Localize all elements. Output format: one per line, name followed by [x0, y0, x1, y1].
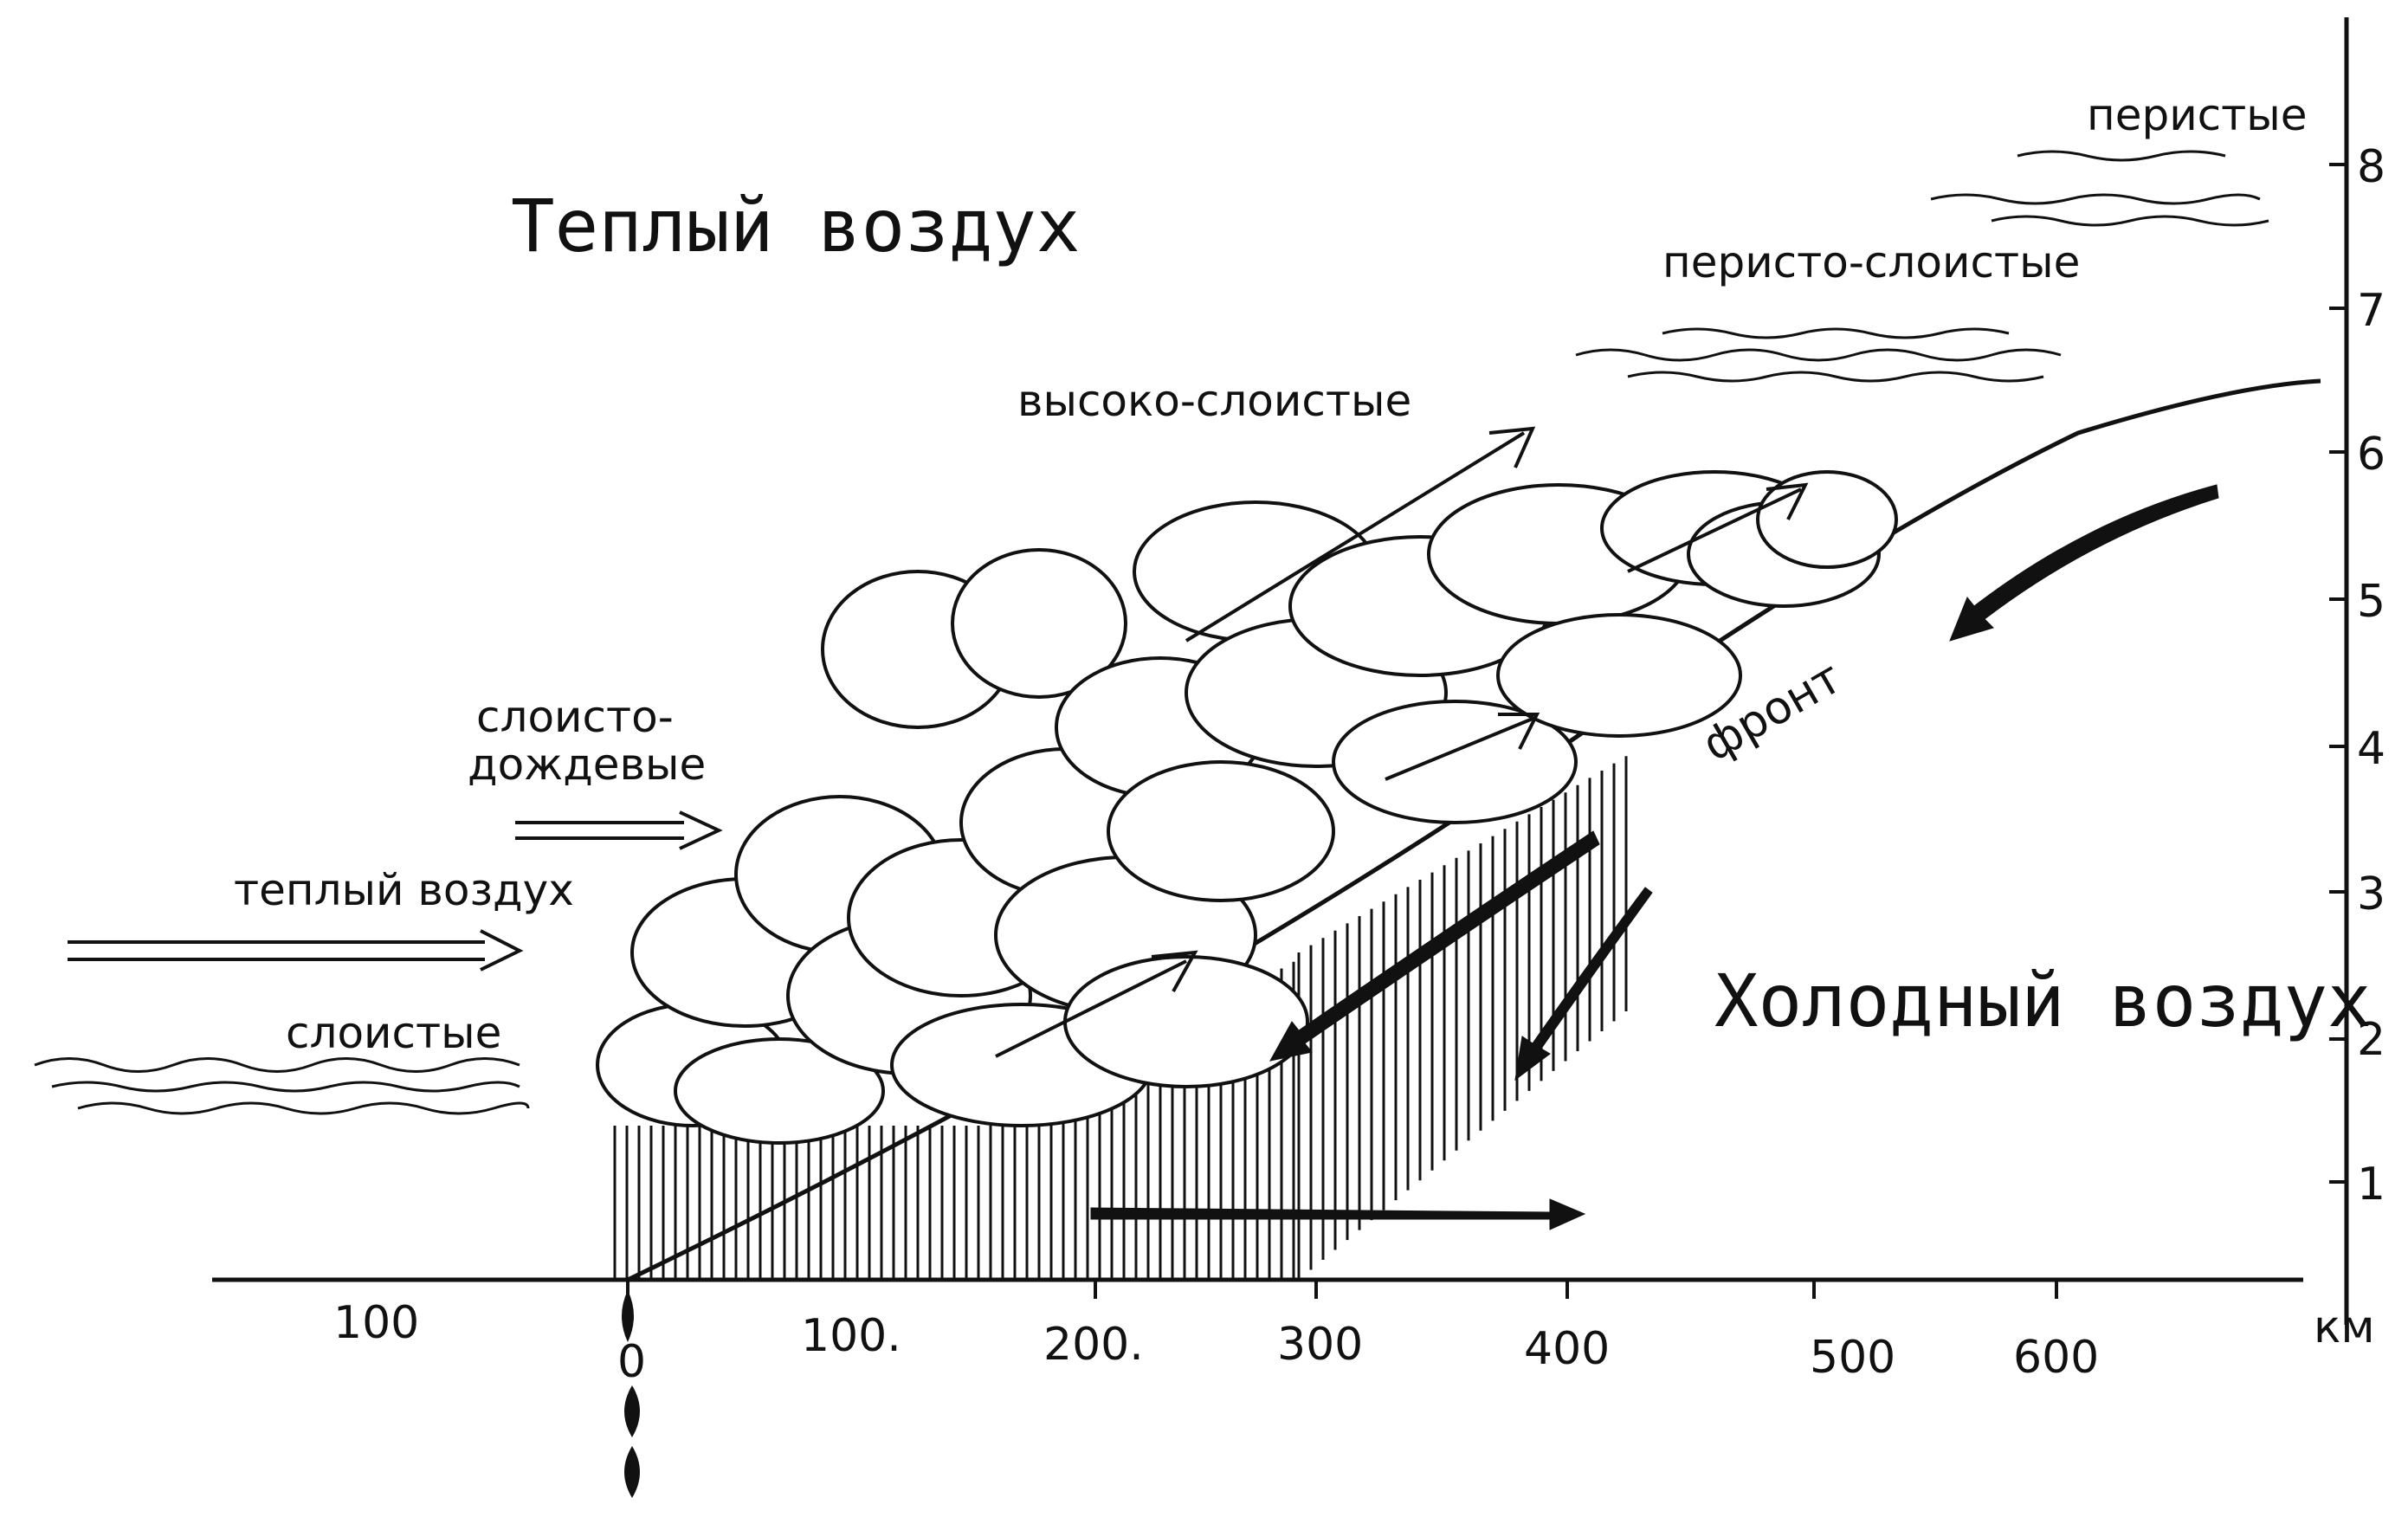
warm-air-title: Теплый воздух	[511, 184, 1080, 268]
cloud-mass	[596, 470, 1898, 1145]
distance-tick-100: 100.	[801, 1310, 901, 1362]
height-ticks	[2329, 163, 2347, 1184]
altostratus-label: высоко-слоистые	[1017, 376, 1411, 426]
origin-marker	[622, 1290, 640, 1498]
height-tick-1: 1	[2357, 1159, 2385, 1210]
nimbostratus-inflow-arrow	[515, 810, 723, 850]
distance-unit: км	[2314, 1301, 2375, 1353]
stratus-streaks	[34, 1057, 530, 1115]
warm-air-inflow-arrow	[68, 929, 524, 972]
height-tick-7: 7	[2357, 285, 2385, 337]
height-tick-labels: 1 2 3 4 5 6 7 8	[2357, 141, 2385, 1210]
height-tick-2: 2	[2357, 1014, 2385, 1066]
distance-tick-300: 300	[1277, 1319, 1363, 1371]
cirrostratus-streaks	[1575, 327, 2062, 383]
distance-tick-0: 0	[617, 1336, 646, 1388]
cold-air-title: Холодный воздух	[1714, 959, 2372, 1043]
nimbostratus-label-line1: слоисто-	[476, 692, 674, 742]
distance-tick-600: 600	[2013, 1332, 2099, 1384]
cirrus-streaks	[1930, 150, 2269, 227]
cold-air-arrows	[1090, 484, 2219, 1230]
warm-air-flow-label: теплый воздух	[234, 865, 574, 915]
height-tick-6: 6	[2357, 429, 2385, 481]
distance-tick-500: 500	[1810, 1332, 1895, 1384]
nimbostratus-label-line2: дождевые	[468, 739, 706, 790]
height-tick-3: 3	[2357, 868, 2385, 920]
distance-tick-labels: 100 0 100. 200. 300 400 500 600 км	[333, 1297, 2375, 1388]
cirrostratus-label: перисто-слоистые	[1662, 237, 2080, 287]
height-tick-4: 4	[2357, 723, 2385, 775]
distance-tick-400: 400	[1524, 1323, 1610, 1375]
distance-tick-minus100: 100	[333, 1297, 419, 1349]
height-tick-8: 8	[2357, 141, 2385, 193]
ascending-air-arrows	[995, 426, 1809, 1058]
stratus-label: слоистые	[286, 1008, 501, 1058]
distance-tick-200: 200.	[1043, 1319, 1144, 1371]
distance-ticks	[626, 1280, 2058, 1299]
height-tick-5: 5	[2357, 576, 2385, 628]
cirrus-label: перистые	[2087, 90, 2308, 140]
